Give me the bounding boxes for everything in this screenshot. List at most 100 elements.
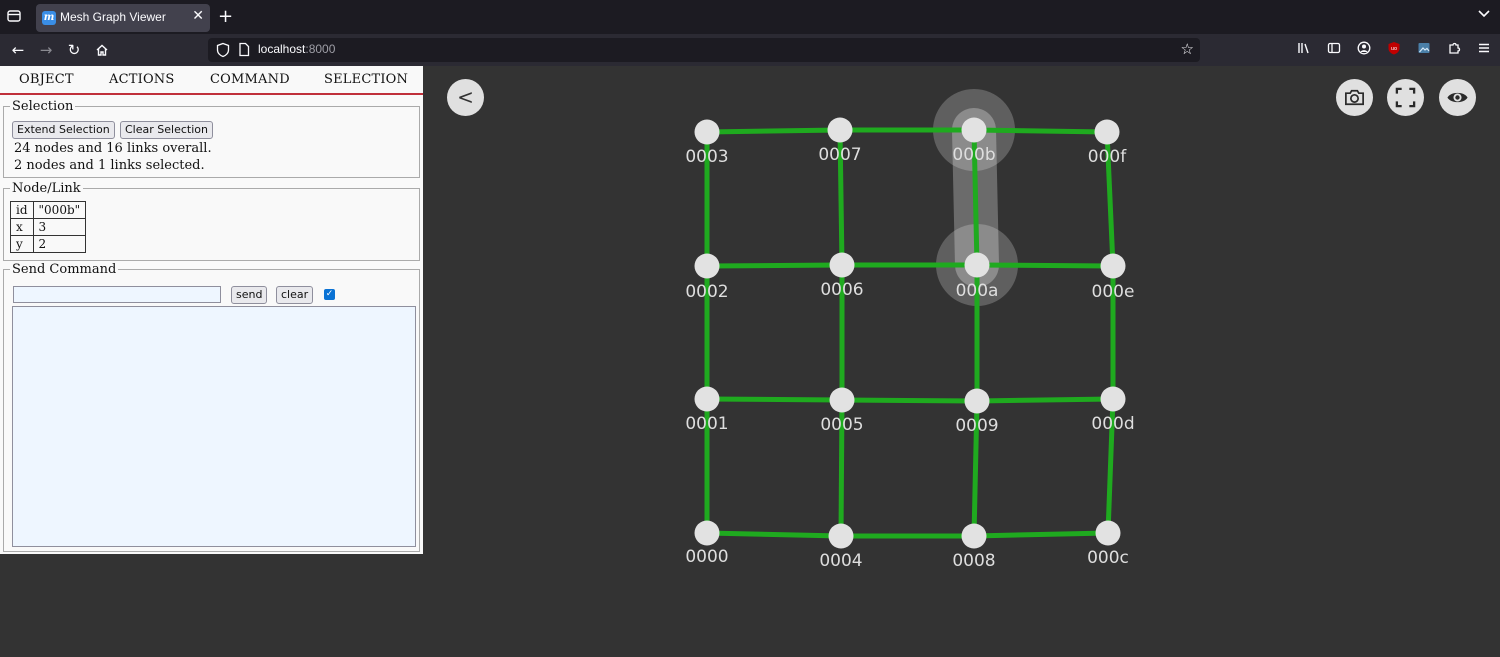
graph-node[interactable] (1100, 386, 1126, 412)
graph-link[interactable] (971, 400, 980, 537)
fullscreen-icon (1395, 87, 1416, 108)
graph-node[interactable] (828, 523, 854, 549)
ublock-extension-icon[interactable]: uo (1384, 41, 1404, 59)
node-label: 0007 (818, 145, 861, 165)
send-command-fieldset: Send Command send clear ✓ (3, 262, 420, 552)
page-icon[interactable] (238, 42, 250, 57)
tab-list-icon[interactable] (6, 8, 24, 26)
chevron-down-icon[interactable] (1478, 7, 1490, 23)
overall-count-text: 24 nodes and 16 links overall. (14, 141, 212, 156)
prop-value: "000b" (32, 201, 87, 219)
clear-selection-button[interactable]: Clear Selection (120, 121, 213, 139)
graph-link[interactable] (706, 530, 842, 539)
panel-tabs: OBJECT ACTIONS COMMAND SELECTION (0, 66, 423, 95)
graph-node[interactable] (694, 119, 720, 145)
bookmark-star-icon[interactable]: ☆ (1180, 40, 1194, 58)
graph-link[interactable] (976, 262, 1114, 269)
browser-tabbar: m Mesh Graph Viewer ✕ + (0, 0, 1500, 34)
collapse-panel-button[interactable]: < (447, 79, 484, 116)
graph-node[interactable] (694, 386, 720, 412)
graph-link[interactable] (706, 396, 843, 403)
node-label: 0002 (685, 282, 728, 302)
clear-output-button[interactable]: clear (276, 286, 314, 304)
graph-link[interactable] (706, 127, 841, 135)
account-icon[interactable] (1354, 41, 1374, 59)
library-icon[interactable] (1294, 41, 1314, 59)
node-label: 000d (1091, 414, 1134, 434)
tab-actions[interactable]: ACTIONS (109, 72, 175, 87)
control-panel: OBJECT ACTIONS COMMAND SELECTION Selecti… (0, 66, 423, 554)
graph-node[interactable] (829, 387, 855, 413)
node-label: 0006 (820, 280, 863, 300)
graph-node[interactable] (829, 252, 855, 278)
camera-icon (1345, 89, 1364, 106)
graph-link[interactable] (838, 399, 845, 537)
prop-value: 2 (32, 235, 87, 253)
node-label: 000a (956, 281, 999, 301)
graph-node[interactable] (964, 252, 990, 278)
back-arrow-icon[interactable]: ← (11, 41, 25, 59)
graph-node[interactable] (961, 117, 987, 143)
tab-command[interactable]: COMMAND (210, 72, 290, 87)
visibility-button[interactable] (1439, 79, 1476, 116)
graph-node[interactable] (827, 117, 853, 143)
sidebar-icon[interactable] (1324, 41, 1344, 59)
screenshot-button[interactable] (1336, 79, 1373, 116)
tab-object[interactable]: OBJECT (19, 72, 74, 87)
auto-clear-checkbox[interactable]: ✓ (324, 289, 335, 300)
node-label: 0008 (952, 551, 995, 571)
menu-icon[interactable] (1474, 41, 1494, 59)
graph-link[interactable] (973, 127, 1108, 135)
command-output-textarea[interactable] (12, 306, 416, 547)
browser-tab[interactable]: m Mesh Graph Viewer ✕ (36, 4, 210, 32)
new-tab-icon[interactable]: + (218, 6, 234, 27)
graph-node[interactable] (694, 253, 720, 279)
fullscreen-button[interactable] (1387, 79, 1424, 116)
graph-node[interactable] (1095, 520, 1121, 546)
reload-icon[interactable]: ↻ (67, 41, 81, 59)
send-button[interactable]: send (231, 286, 268, 304)
graph-link[interactable] (841, 397, 978, 404)
graph-node[interactable] (1094, 119, 1120, 145)
graph-link[interactable] (976, 396, 1114, 404)
selection-legend: Selection (10, 99, 76, 114)
forward-arrow-icon[interactable]: → (39, 41, 53, 59)
graph-link[interactable] (706, 262, 843, 269)
graph-link[interactable] (837, 129, 845, 266)
url-text[interactable]: localhost:8000 (258, 42, 336, 56)
table-row: id"000b" (10, 201, 87, 219)
node-label: 0004 (819, 551, 862, 571)
browser-navbar: ← → ↻ localhost:8000 ☆ uo (0, 34, 1500, 66)
prop-key: id (10, 201, 34, 219)
home-icon[interactable] (92, 40, 112, 60)
send-command-legend: Send Command (10, 262, 119, 277)
close-tab-icon[interactable]: ✕ (192, 8, 204, 24)
shield-icon[interactable] (216, 42, 230, 58)
extensions-puzzle-icon[interactable] (1444, 41, 1464, 59)
prop-key: x (10, 218, 34, 236)
graph-link[interactable] (1104, 131, 1116, 267)
mesh-graph[interactable]: 0000000100020003000400050006000700080009… (0, 66, 1500, 657)
node-label: 0009 (955, 416, 998, 436)
url-bar[interactable]: localhost:8000 ☆ (208, 38, 1200, 62)
node-label: 0005 (820, 415, 863, 435)
extend-selection-button[interactable]: Extend Selection (12, 121, 115, 139)
nodelink-legend: Node/Link (10, 181, 83, 196)
graph-link[interactable] (973, 530, 1109, 539)
graph-node[interactable] (1100, 253, 1126, 279)
graph-link[interactable] (1105, 398, 1116, 534)
graph-link[interactable] (971, 129, 980, 266)
command-input[interactable] (13, 286, 221, 303)
graph-node[interactable] (961, 523, 987, 549)
image-extension-icon[interactable] (1414, 41, 1434, 59)
app-favicon-icon: m (42, 11, 56, 25)
graph-node[interactable] (964, 388, 990, 414)
node-label: 0000 (685, 547, 728, 567)
tab-selection[interactable]: SELECTION (324, 72, 409, 87)
graph-node[interactable] (694, 520, 720, 546)
prop-value: 3 (32, 218, 87, 236)
